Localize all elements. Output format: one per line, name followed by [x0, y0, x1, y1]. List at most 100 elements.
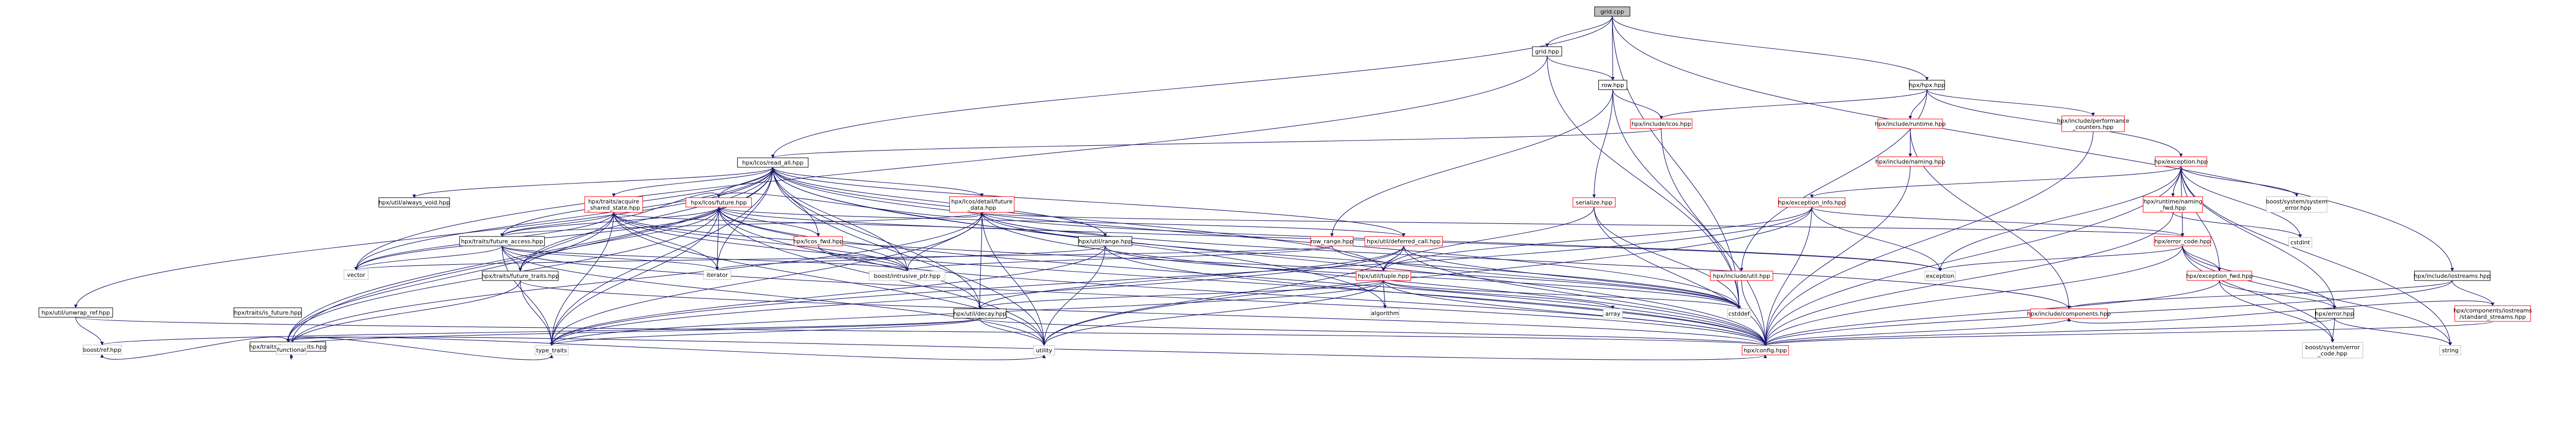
edge-serialize_hpp-to-cstddef — [1594, 207, 1741, 309]
node-grid_hpp[interactable]: grid.hpp — [1532, 46, 1562, 57]
node-label: string — [2442, 347, 2459, 354]
edge-future_traits2-to-type_traits — [287, 337, 554, 360]
node-future_then[interactable]: hpx/traits/is_future.hpp — [233, 307, 302, 318]
node-future_traits[interactable]: hpx/traits/future_traits.hpp — [481, 271, 559, 281]
node-label: boost/system/error — [2305, 344, 2360, 351]
node-label: boost/intrusive_ptr.hpp — [874, 273, 940, 279]
edge-exception_fwd-to-config_hpp — [1763, 280, 2220, 346]
node-row_range[interactable]: row_range.hpp — [1310, 236, 1354, 246]
edge-grid_hpp-to-row_hpp — [1547, 56, 1615, 81]
edge-error_hpp-to-string — [2334, 318, 2452, 346]
node-intrusive_ptr[interactable]: boost/intrusive_ptr.hpp — [869, 271, 946, 281]
node-exception_std[interactable]: exception — [1924, 271, 1956, 281]
node-box — [2062, 115, 2125, 132]
edge-exception_info-to-config_hpp — [1763, 207, 1812, 346]
edge-hpx_hpp-to-lcos_hpp — [1659, 89, 1927, 120]
node-config_hpp[interactable]: hpx/config.hpp — [1741, 345, 1789, 355]
node-box — [233, 307, 302, 318]
node-exception_fwd[interactable]: hpx/exception_fwd.hpp — [2186, 271, 2253, 281]
edge-read_all_hpp-to-always_void — [412, 167, 773, 198]
edge-iostreams_hpp-to-config_hpp — [1763, 280, 2453, 346]
node-algorithm[interactable]: algorithm — [1371, 308, 1400, 318]
node-label: hpx/lcos_fwd.hpp — [793, 238, 843, 245]
node-perfctr_hpp[interactable]: hpx/include/performance_counters.hpp — [2057, 115, 2130, 132]
node-string[interactable]: string — [2439, 345, 2461, 355]
node-box — [703, 269, 731, 280]
node-cstdint[interactable]: cstdint — [2288, 237, 2312, 247]
node-future_access[interactable]: hpx/traits/future_access.hpp — [459, 236, 545, 246]
node-iostreams_hpp[interactable]: hpx/include/iostreams.hpp — [2414, 271, 2491, 281]
edge-grid_cpp-to-cstddef — [1612, 16, 1741, 309]
node-exception_info[interactable]: hpx/exception_info.hpp — [1778, 197, 1845, 208]
edge-acquire_shared-to-iterator — [613, 212, 719, 271]
node-label: hpx/traits/is_future.hpp — [234, 309, 301, 316]
edge-range_hpp-to-utility — [1042, 245, 1106, 346]
edge-tuple_hpp-to-array — [1383, 280, 1615, 309]
node-lcos_fwd[interactable]: hpx/lcos_fwd.hpp — [793, 236, 843, 246]
node-system_error[interactable]: boost/system/system_error.hpp — [2266, 196, 2328, 213]
node-box — [1371, 308, 1400, 318]
node-decay_hpp[interactable]: hpx/util/decay.hpp — [953, 308, 1007, 319]
node-row_hpp[interactable]: row.hpp — [1598, 80, 1627, 90]
node-box — [378, 197, 450, 208]
node-array[interactable]: array — [1603, 308, 1623, 319]
edge-read_all_hpp-to-lcos_fwd — [772, 167, 820, 237]
node-boost_error_code[interactable]: boost/system/error_code.hpp — [2301, 342, 2363, 359]
node-functional[interactable]: functional — [276, 344, 307, 355]
edge-lcos_hpp-to-config_hpp — [1661, 128, 1767, 346]
node-naming_hpp[interactable]: hpx/include/naming.hpp — [1875, 156, 1945, 167]
node-error_code[interactable]: hpx/error_code.hpp — [2154, 236, 2211, 246]
edge-iostreams_hpp-to-std_streams — [2452, 280, 2495, 306]
node-runtime_hpp[interactable]: hpx/include/runtime.hpp — [1875, 118, 1946, 129]
edge-tuple_hpp-to-decay_hpp — [978, 280, 1384, 309]
node-label: hpx/error_code.hpp — [2154, 238, 2210, 245]
node-std_streams[interactable]: hpx/components/iostreams/standard_stream… — [2453, 305, 2532, 322]
node-iterator[interactable]: iterator — [703, 269, 731, 280]
node-unwrap_ref[interactable]: hpx/util/unwrap_ref.hpp — [38, 307, 113, 318]
node-label: serialize.hpp — [1576, 199, 1613, 206]
node-box — [2439, 345, 2461, 355]
node-deferred_call[interactable]: hpx/util/deferred_call.hpp — [1364, 236, 1443, 246]
edge-acquire_shared-to-type_traits — [550, 212, 614, 346]
node-label: hpx/lcos/detail/future — [951, 198, 1013, 205]
node-error_hpp[interactable]: hpx/error.hpp — [2315, 308, 2354, 319]
edge-future_traits2-to-config_hpp — [287, 337, 1767, 360]
node-vector[interactable]: vector — [344, 269, 369, 280]
node-tuple_hpp[interactable]: hpx/util/tuple.hpp — [1356, 271, 1411, 281]
node-components_hpp[interactable]: hpx/include/components.hpp — [2027, 308, 2111, 319]
node-exception_hpp[interactable]: hpx/exception.hpp — [2154, 156, 2208, 167]
node-serialize_hpp[interactable]: serialize.hpp — [1572, 197, 1616, 208]
node-cstddef[interactable]: cstddef — [1727, 308, 1751, 319]
node-label: _error.hpp — [2282, 204, 2311, 211]
node-lcos_hpp[interactable]: hpx/include/lcos.hpp — [1630, 118, 1693, 129]
edge-error_code-to-exception_std — [1938, 245, 2183, 272]
edge-exception_hpp-to-string — [2180, 166, 2452, 346]
node-acquire_shared[interactable]: hpx/traits/acquire_shared_state.hpp — [584, 196, 643, 213]
node-type_traits[interactable]: type_traits — [534, 345, 569, 355]
node-naming_fwd[interactable]: hpx/runtime/naming_fwd.hpp — [2143, 196, 2204, 213]
node-hpx_hpp[interactable]: hpx/hpx.hpp — [1909, 80, 1945, 90]
node-always_void[interactable]: hpx/util/always_void.hpp — [378, 197, 450, 208]
node-future_hpp[interactable]: hpx/lcos/future.hpp — [685, 197, 752, 208]
node-read_all_hpp[interactable]: hpx/lcos/read_all.hpp — [737, 157, 809, 168]
edge-acquire_shared-to-future_traits — [518, 212, 614, 272]
node-range_hpp[interactable]: hpx/util/range.hpp — [1078, 236, 1133, 246]
node-future_data[interactable]: hpx/lcos/detail/future_data.hpp — [949, 196, 1015, 213]
edge-read_all_hpp-to-future_data — [772, 167, 984, 197]
node-box — [2288, 237, 2312, 247]
node-util_hpp[interactable]: hpx/include/util.hpp — [1710, 271, 1773, 281]
edge-iostreams_hpp-to-components_hpp — [2067, 280, 2453, 309]
node-boost_ref[interactable]: boost/ref.hpp — [82, 344, 122, 355]
edge-lcos_hpp-to-read_all_hpp — [771, 128, 1662, 158]
node-grid_cpp[interactable]: grid.cpp — [1594, 6, 1630, 17]
node-label: hpx/include/iostreams.hpp — [2414, 273, 2491, 279]
node-label: hpx/util/unwrap_ref.hpp — [41, 309, 110, 316]
edge-serialize_hpp-to-config_hpp — [1594, 207, 1767, 346]
node-label: array — [1605, 310, 1620, 317]
node-label: row_range.hpp — [1310, 238, 1353, 245]
edge-row_hpp-to-row_range — [1330, 89, 1613, 237]
edge-error_code-to-config_hpp — [1763, 245, 2183, 346]
node-utility[interactable]: utility — [1033, 345, 1055, 355]
node-box — [82, 344, 122, 355]
